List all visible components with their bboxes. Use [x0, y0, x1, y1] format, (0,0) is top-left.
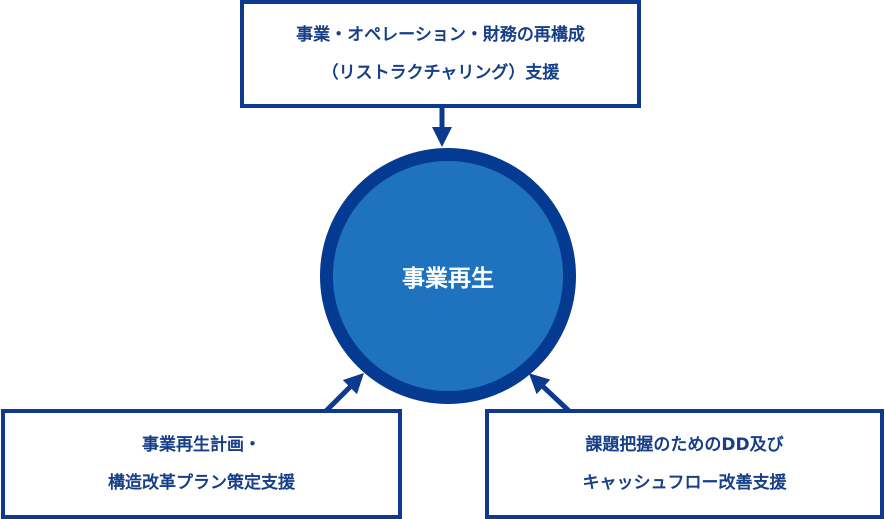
box-line: キャッシュフロー改善支援	[582, 473, 787, 493]
arrow-left-to-center	[324, 373, 364, 413]
restructuring-support-box: 事業・オペレーション・財務の再構成 （リストラクチャリング）支援	[240, 0, 641, 108]
box-line: （リストラクチャリング）支援	[321, 63, 560, 83]
business-revival-circle: 事業再生	[320, 148, 576, 404]
arrow-right-to-center	[528, 373, 571, 413]
revival-plan-box: 事業再生計画・ 構造改革プラン策定支援	[1, 409, 402, 519]
center-label: 事業再生	[402, 266, 494, 292]
box-line: 事業・オペレーション・財務の再構成	[296, 25, 585, 45]
box-line: 課題把握のためのDD及び	[585, 435, 784, 455]
dd-cashflow-box: 課題把握のためのDD及び キャッシュフロー改善支援	[485, 409, 884, 519]
box-line: 事業再生計画・	[142, 435, 261, 455]
box-line: 構造改革プラン策定支援	[108, 473, 295, 493]
